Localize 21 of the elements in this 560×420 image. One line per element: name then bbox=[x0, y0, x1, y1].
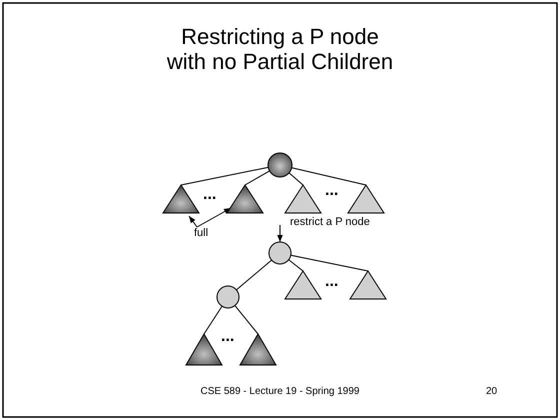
tree-edge bbox=[180, 166, 269, 186]
footer-text: CSE 589 - Lecture 19 - Spring 1999 bbox=[200, 386, 360, 397]
title: Restricting a P node with no Partial Children bbox=[166, 24, 394, 74]
tree-edge bbox=[236, 260, 272, 290]
ellipsis: ... bbox=[325, 275, 338, 289]
callout-text: full bbox=[194, 227, 220, 241]
arrow bbox=[277, 224, 283, 242]
arrow bbox=[188, 216, 198, 228]
tree-edge bbox=[288, 172, 304, 186]
ellipsis: ... bbox=[325, 184, 338, 198]
tree-edge bbox=[288, 259, 304, 272]
tree-edge bbox=[234, 305, 258, 334]
page-number: 20 bbox=[486, 386, 498, 397]
tree-edge bbox=[204, 306, 223, 334]
tree-edge bbox=[244, 170, 270, 186]
ellipsis: ... bbox=[203, 188, 216, 202]
ellipsis: ... bbox=[221, 330, 234, 344]
edge-label: restrict a P node bbox=[290, 216, 370, 229]
arrow bbox=[196, 208, 232, 228]
tree-edge bbox=[291, 167, 366, 186]
tree-edge bbox=[290, 254, 368, 272]
